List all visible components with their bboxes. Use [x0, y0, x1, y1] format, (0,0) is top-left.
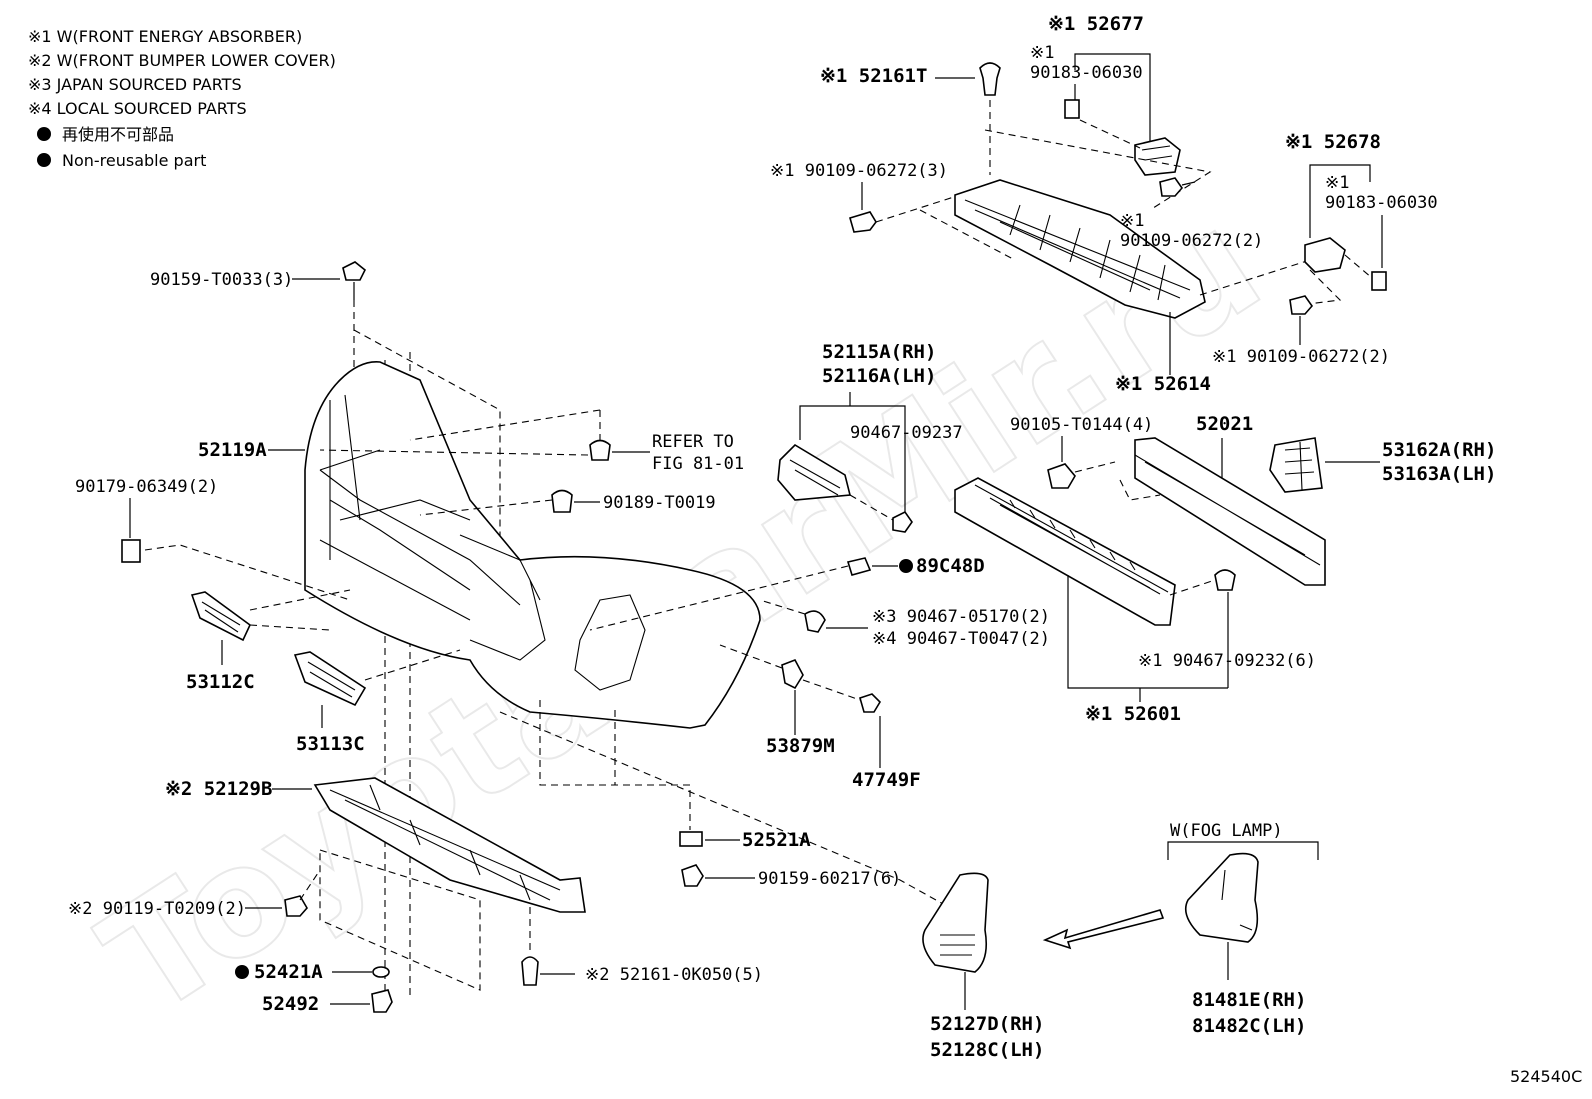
clip-52161T-icon	[979, 62, 1001, 96]
lower-group: ※2 52129B ※2 90119-T0209(2) 52421A 52492…	[68, 700, 1319, 1061]
bracket-52678	[1304, 237, 1346, 273]
label-53163A: 53163A(LH)	[1382, 463, 1496, 485]
bracket-52677	[1134, 137, 1181, 176]
clip-52161-0K050-icon	[521, 956, 539, 986]
bracket-53879M-icon	[781, 658, 804, 690]
bolt-90109-icon	[849, 211, 877, 233]
label-90183-a: 90183-06030	[1030, 63, 1143, 83]
label-52127D: 52127D(RH)	[930, 1013, 1044, 1035]
label-90105-T0144: 90105-T0144(4)	[1010, 415, 1153, 435]
clip-90183-icon	[1371, 271, 1387, 291]
bumper-cover-52119A	[304, 361, 761, 729]
bolt-90109-icon	[1159, 177, 1184, 197]
label-90467-09232: ※1 90467-09232(6)	[1138, 651, 1316, 671]
fog-lamp-opening	[574, 594, 646, 691]
reinforcement-group: 90105-T0144(4) 52021 53162A(RH) 53163A(L…	[954, 413, 1496, 725]
label-52119A: 52119A	[198, 439, 267, 461]
label-52421A: 52421A	[254, 961, 323, 983]
clip-90467-05170-icon	[804, 610, 826, 633]
nut-52521A-icon	[679, 831, 703, 847]
clip-90183-icon	[1064, 99, 1080, 119]
screw-90159-icon	[342, 261, 367, 281]
energy-absorber-group: ※1 52677 ※1 90183-06030 ※1 52161T ※1 901…	[770, 13, 1438, 395]
legend-note-1: ※1 W(FRONT ENERGY ABSORBER)	[28, 27, 302, 46]
label-81482C: 81482C(LH)	[1192, 1015, 1306, 1037]
label-52116A: 52116A(LH)	[822, 365, 936, 387]
nut-90179-icon	[121, 539, 141, 563]
bolt-90105-icon	[1047, 463, 1076, 489]
bolt-90119-icon	[284, 895, 308, 917]
non-reusable-dot-icon	[899, 559, 913, 573]
clip-refer-icon	[589, 439, 611, 461]
grille-53112C	[190, 591, 252, 642]
label-90159-T0033: 90159-T0033(3)	[150, 270, 293, 290]
screw-90159-60217-icon	[681, 864, 704, 887]
label-90467-05170: ※3 90467-05170(2)	[872, 607, 1050, 627]
energy-absorber-52614	[954, 179, 1206, 319]
grille-53113C	[293, 651, 367, 707]
label-53113C: 53113C	[296, 733, 365, 755]
label-90183-b-mark: ※1	[1325, 173, 1349, 193]
legend-note-3: ※3 JAPAN SOURCED PARTS	[28, 75, 242, 94]
label-52614: ※1 52614	[1115, 373, 1211, 395]
label-89C48D: 89C48D	[916, 555, 985, 577]
label-90109-mid: 90109-06272(2)	[1120, 231, 1263, 251]
legend: ※1 W(FRONT ENERGY ABSORBER) ※2 W(FRONT B…	[28, 27, 336, 170]
non-reusable-dot-icon	[235, 965, 249, 979]
label-47749F: 47749F	[852, 769, 921, 791]
label-90109-low: ※1 90109-06272(2)	[1212, 347, 1390, 367]
label-52161T: ※1 52161T	[820, 65, 927, 87]
diagram-id: 524540C	[1510, 1067, 1582, 1086]
label-52678: ※1 52678	[1285, 131, 1381, 153]
label-53879M: 53879M	[766, 735, 835, 757]
label-53112C: 53112C	[186, 671, 255, 693]
label-90179-06349: 90179-06349(2)	[75, 477, 218, 497]
legend-non-reusable-en: Non-reusable part	[62, 151, 206, 170]
label-fig-81-01: FIG 81-01	[652, 454, 744, 474]
label-90467-T0047: ※4 90467-T0047(2)	[872, 629, 1050, 649]
label-52129B: ※2 52129B	[165, 778, 272, 800]
label-90109-top: ※1 90109-06272(3)	[770, 161, 948, 181]
label-90183-a-mark: ※1	[1030, 43, 1054, 63]
washer-52421A-icon	[372, 966, 390, 978]
label-52601: ※1 52601	[1085, 703, 1181, 725]
label-52521A: 52521A	[742, 829, 811, 851]
non-reusable-dot-icon	[37, 127, 51, 141]
lower-cover-52129B	[313, 777, 586, 913]
bracket-53162A	[1269, 437, 1323, 493]
sensor-89C48D-icon	[846, 557, 872, 576]
label-52492: 52492	[262, 993, 319, 1015]
label-90189-T0019: 90189-T0019	[603, 493, 716, 513]
label-52677: ※1 52677	[1048, 13, 1144, 35]
label-90109-mid-mark: ※1	[1120, 211, 1144, 231]
clip-90189-icon	[551, 489, 573, 513]
label-53162A: 53162A(RH)	[1382, 439, 1496, 461]
arrow-left-icon	[1042, 909, 1165, 950]
side-bracket-group: 52115A(RH) 52116A(LH) 90467-09237 89C48D…	[589, 341, 1050, 791]
label-fog-lamp: W(FOG LAMP)	[1170, 821, 1283, 841]
bumper-cover-group: 90159-T0033(3) 52119A REFER TO FIG 81-01…	[75, 261, 761, 1000]
label-refer-to: REFER TO	[652, 432, 734, 452]
label-90159-60217: 90159-60217(6)	[758, 869, 901, 889]
legend-note-2: ※2 W(FRONT BUMPER LOWER COVER)	[28, 51, 336, 70]
label-90183-b: 90183-06030	[1325, 193, 1438, 213]
label-52161-0K050: ※2 52161-0K050(5)	[585, 965, 763, 985]
clip-90467-09237-icon	[892, 510, 913, 533]
label-52128C: 52128C(LH)	[930, 1039, 1044, 1061]
bolt-52492-icon	[371, 989, 393, 1013]
label-81481E: 81481E(RH)	[1192, 989, 1306, 1011]
clip-90467-09232-icon	[1214, 569, 1236, 591]
non-reusable-dot-icon	[37, 153, 51, 167]
label-90467-09237: 90467-09237	[850, 423, 963, 443]
screw-47749F-icon	[859, 693, 882, 713]
impact-beam-52601	[954, 477, 1176, 626]
legend-note-4: ※4 LOCAL SOURCED PARTS	[28, 99, 247, 118]
label-52115A: 52115A(RH)	[822, 341, 936, 363]
mudguard-52127D	[922, 872, 989, 973]
label-52021: 52021	[1196, 413, 1253, 435]
label-90119-T0209: ※2 90119-T0209(2)	[68, 899, 246, 919]
legend-non-reusable-jp: 再使用不可部品	[62, 125, 174, 144]
bolt-90109-icon	[1289, 295, 1314, 315]
